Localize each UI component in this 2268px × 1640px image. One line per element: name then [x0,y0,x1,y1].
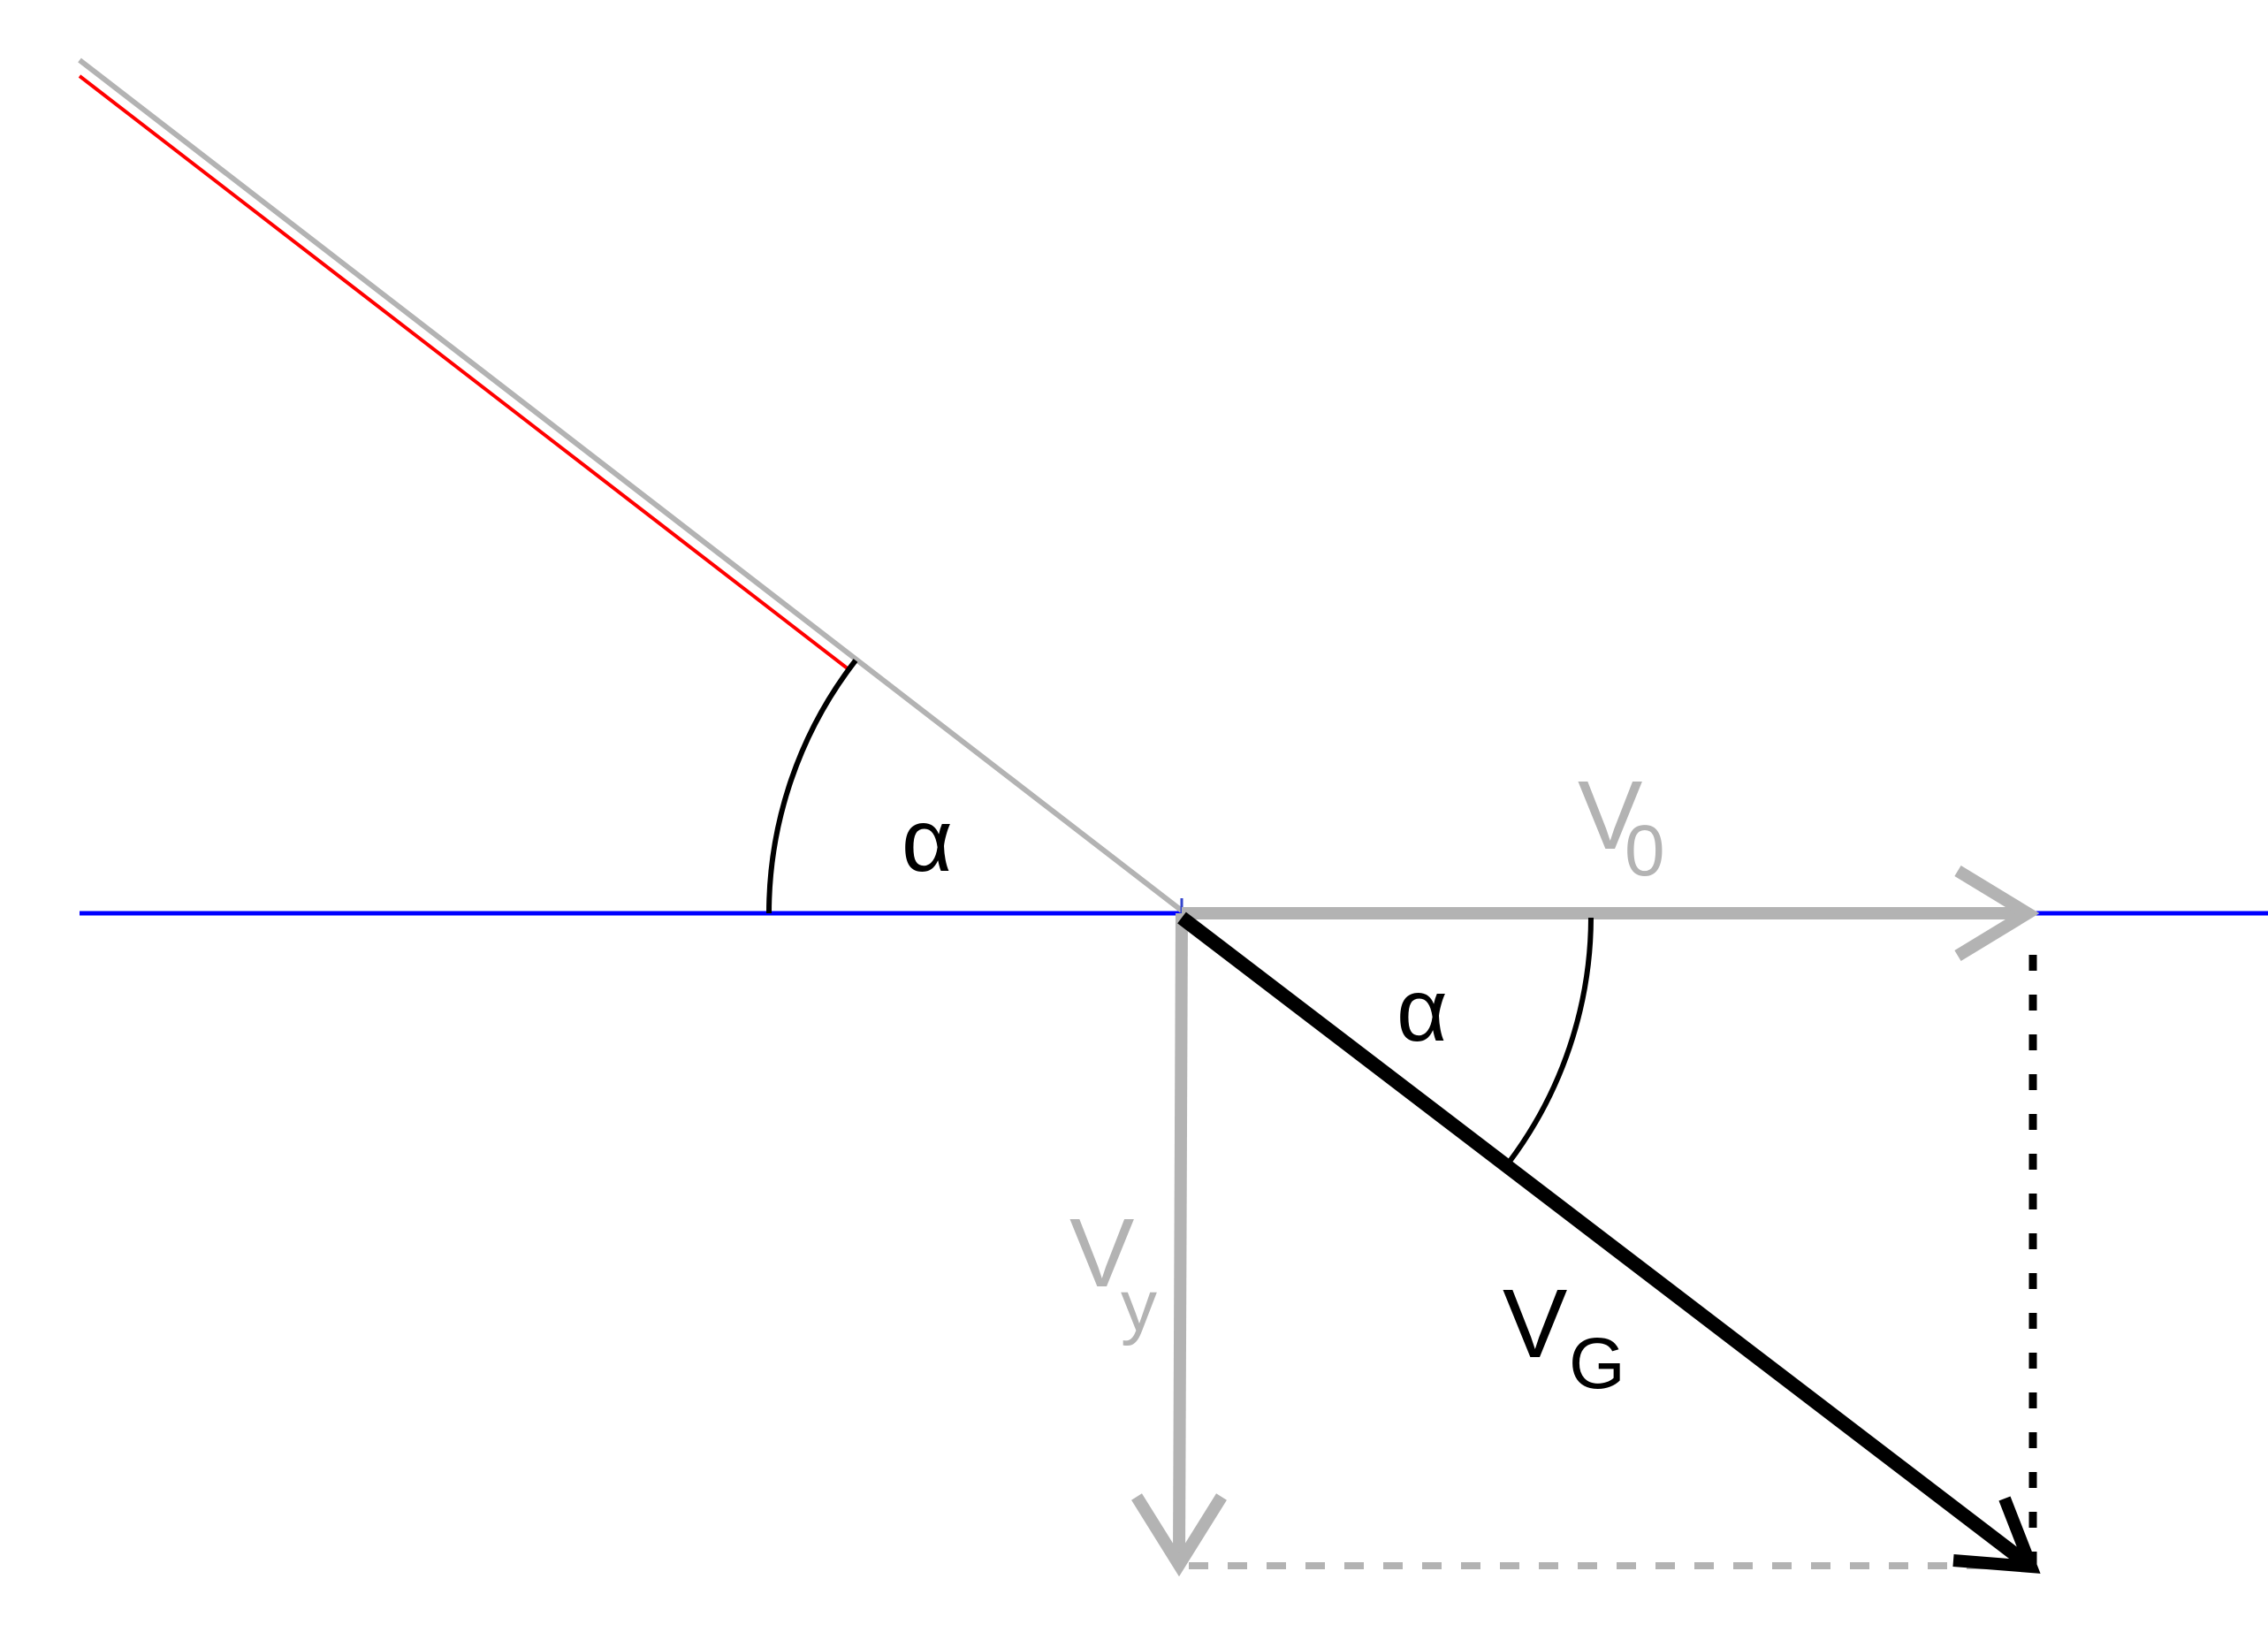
vg-vector-shaft [1177,912,2036,1573]
alpha-label-lower: α [1397,961,1448,1060]
angle-arc-lower [1506,917,1594,1164]
angle-arc-upper [766,659,858,914]
vy-arrowhead [1131,1493,1227,1577]
vy-vector-shaft [1173,912,1188,1557]
vy-label: Vy [1069,1199,1157,1346]
vg-label: VG [1503,1270,1625,1404]
vg-arrowhead [1952,1496,2041,1574]
alpha-label-upper: α [902,791,953,890]
v0-label: V0 [1578,761,1665,891]
incoming-line [78,74,850,671]
incoming-line-shadow [78,57,1183,913]
v0-arrowhead [1954,866,2040,961]
